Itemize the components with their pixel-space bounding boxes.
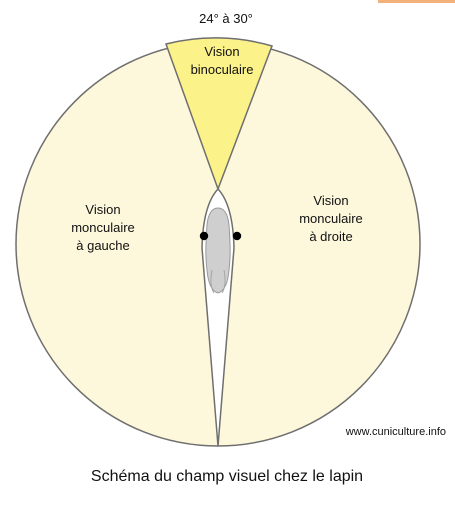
right-monocular-label-line2: monculaire [299, 211, 363, 226]
left-monocular-label-line3: à gauche [76, 238, 130, 253]
binocular-vision-label-line2: binoculaire [191, 62, 254, 77]
source-label: www.cuniculture.info [345, 426, 446, 438]
corner-accent [378, 0, 455, 3]
right-monocular-label-line3: à droite [309, 229, 352, 244]
left-eye [200, 232, 208, 240]
left-monocular-label-line1: Vision [85, 202, 120, 217]
right-monocular-label-line1: Vision [313, 193, 348, 208]
left-monocular-label-line2: monculaire [71, 220, 135, 235]
rabbit-head [206, 208, 230, 293]
binocular-vision-label-line1: Vision [204, 44, 239, 59]
angle-label: 24° à 30° [199, 11, 253, 26]
diagram-caption: Schéma du champ visuel chez le lapin [91, 468, 363, 485]
right-eye [233, 232, 241, 240]
